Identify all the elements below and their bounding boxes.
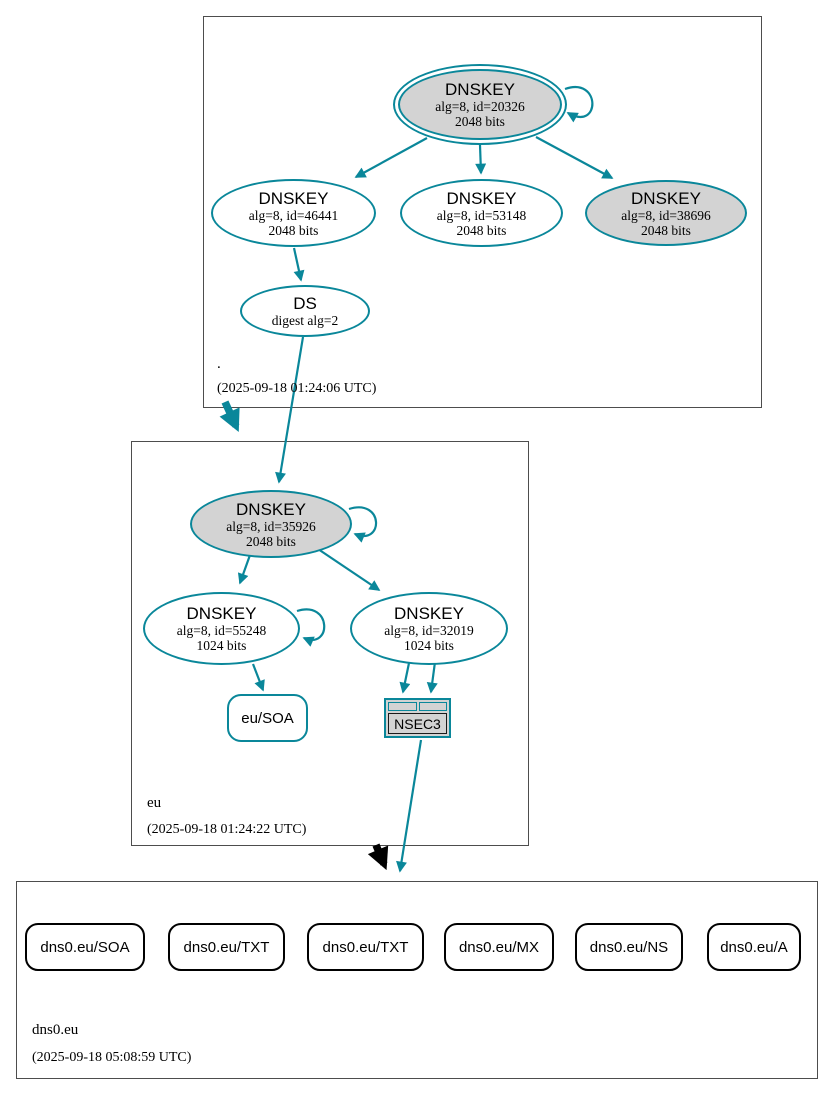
dnskey-38696-node[interactable]: DNSKEY alg=8, id=38696 2048 bits bbox=[585, 180, 747, 246]
node-detail: 1024 bits bbox=[404, 638, 454, 653]
dnskey-32019-node[interactable]: DNSKEY alg=8, id=32019 1024 bits bbox=[350, 592, 508, 665]
nsec3-label: NSEC3 bbox=[388, 713, 447, 734]
edge-delegation-eu-to-dns0eu bbox=[367, 843, 389, 871]
zone-box-dns0eu bbox=[16, 881, 818, 1079]
node-title: DNSKEY bbox=[394, 604, 464, 623]
node-title: DNSKEY bbox=[446, 188, 517, 208]
zone-timestamp-dns0eu: (2025-09-18 05:08:59 UTC) bbox=[32, 1050, 192, 1065]
zone-timestamp-eu: (2025-09-18 01:24:22 UTC) bbox=[147, 822, 307, 837]
node-detail: alg=8, id=38696 bbox=[621, 207, 711, 223]
node-detail: alg=8, id=35926 bbox=[226, 518, 316, 534]
dnskey-46441-node[interactable]: DNSKEY alg=8, id=46441 2048 bits bbox=[211, 179, 376, 247]
dns0eu-soa-node[interactable]: dns0.eu/SOA bbox=[25, 923, 145, 971]
node-title: DNSKEY bbox=[445, 80, 515, 99]
node-detail: 2048 bits bbox=[268, 222, 319, 238]
node-detail: 2048 bits bbox=[456, 222, 507, 238]
zone-box-eu bbox=[131, 441, 529, 846]
dns0eu-txt2-node[interactable]: dns0.eu/TXT bbox=[307, 923, 424, 971]
zone-timestamp-root: (2025-09-18 01:24:06 UTC) bbox=[217, 381, 377, 396]
nsec3-cell-right bbox=[418, 702, 447, 711]
dnskey-35926-node[interactable]: DNSKEY alg=8, id=35926 2048 bits bbox=[190, 490, 352, 558]
nsec3-node[interactable]: NSEC3 bbox=[384, 698, 451, 738]
eu-soa-node[interactable]: eu/SOA bbox=[227, 694, 308, 742]
node-detail: alg=8, id=55248 bbox=[176, 623, 267, 638]
zone-label-eu: eu bbox=[147, 795, 162, 811]
ds-node[interactable]: DS digest alg=2 bbox=[240, 285, 370, 337]
dnskey-55248-node[interactable]: DNSKEY alg=8, id=55248 1024 bits bbox=[143, 592, 300, 665]
node-detail: alg=8, id=53148 bbox=[436, 207, 527, 223]
dns0eu-a-node[interactable]: dns0.eu/A bbox=[707, 923, 801, 971]
zone-label-root: . bbox=[217, 356, 221, 372]
node-title: DNSKEY bbox=[186, 604, 257, 623]
dns0eu-ns-node[interactable]: dns0.eu/NS bbox=[575, 923, 683, 971]
node-detail: digest alg=2 bbox=[271, 313, 339, 328]
dnskey-53148-node[interactable]: DNSKEY alg=8, id=53148 2048 bits bbox=[400, 179, 563, 247]
node-title: DNSKEY bbox=[236, 499, 306, 519]
zone-box-root bbox=[203, 16, 762, 408]
zone-label-dns0eu: dns0.eu bbox=[32, 1022, 79, 1038]
node-detail: alg=8, id=46441 bbox=[248, 207, 339, 223]
dns0eu-txt1-node[interactable]: dns0.eu/TXT bbox=[168, 923, 285, 971]
node-detail: alg=8, id=20326 bbox=[435, 99, 525, 114]
dnskey-20326-node[interactable]: DNSKEY alg=8, id=20326 2048 bits bbox=[393, 64, 567, 145]
node-title: DS bbox=[293, 294, 317, 313]
node-title: DNSKEY bbox=[258, 188, 329, 208]
node-title: DNSKEY bbox=[631, 188, 701, 208]
node-detail: 2048 bits bbox=[246, 533, 296, 549]
nsec3-header-cells bbox=[388, 702, 447, 711]
node-detail: alg=8, id=32019 bbox=[384, 623, 474, 638]
node-detail: 1024 bits bbox=[196, 638, 247, 653]
node-detail: 2048 bits bbox=[455, 114, 505, 129]
dns0eu-mx-node[interactable]: dns0.eu/MX bbox=[444, 923, 554, 971]
nsec3-cell-left bbox=[388, 702, 417, 711]
node-detail: 2048 bits bbox=[641, 222, 691, 238]
